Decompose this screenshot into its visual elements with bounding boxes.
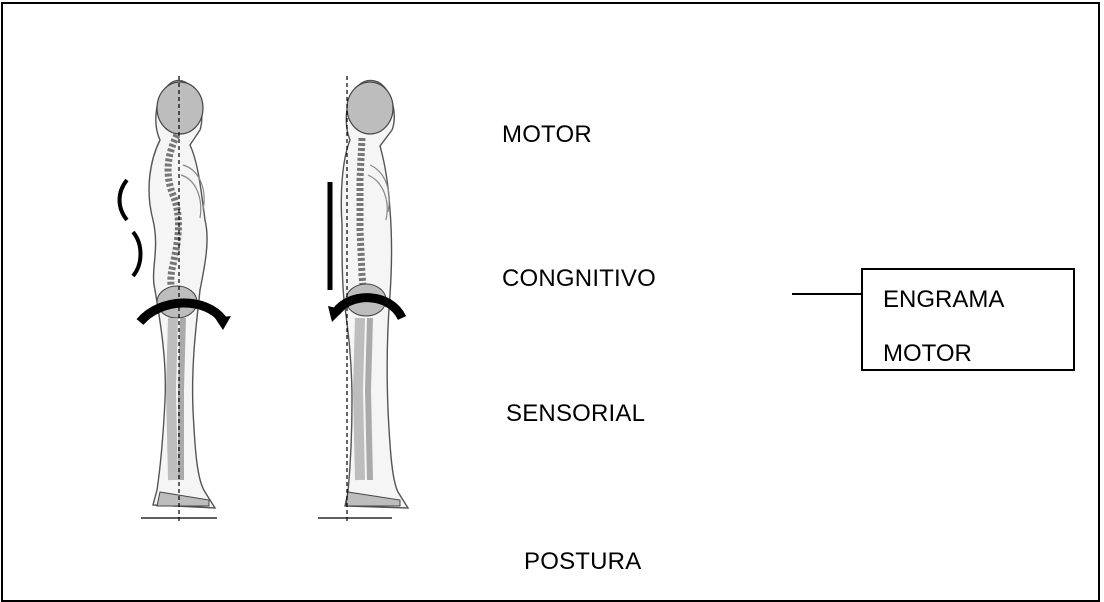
upright-skeleton-figure [300, 60, 440, 530]
connector-line [792, 293, 862, 295]
engram-motor-box: ENGRAMA MOTOR [861, 268, 1075, 371]
engram-line-2: MOTOR [883, 340, 972, 368]
engram-line-1: ENGRAMA [883, 286, 1004, 314]
skeleton-upright-posture-icon [318, 76, 408, 522]
label-posture: POSTURA [524, 548, 641, 576]
slouched-skeleton-figure [105, 60, 245, 530]
skeleton-slouched-posture-icon [120, 76, 232, 522]
label-sensory: SENSORIAL [506, 400, 645, 428]
label-motor: MOTOR [502, 121, 592, 149]
label-cognitive: CONGNITIVO [502, 265, 656, 293]
